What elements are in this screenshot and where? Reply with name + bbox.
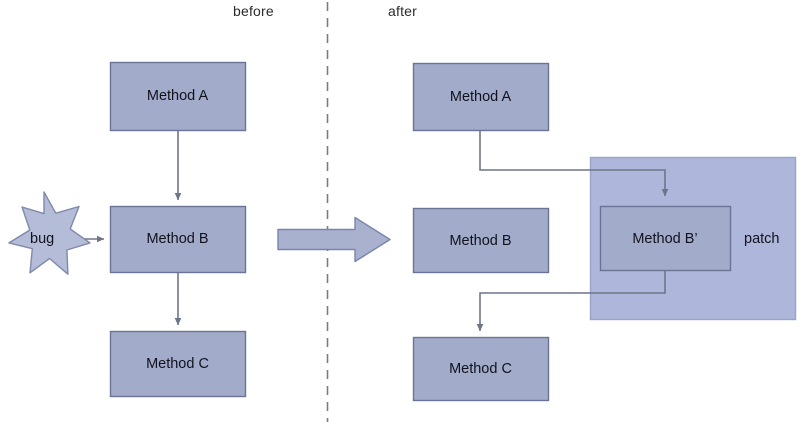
- bug-star-shape: [8, 191, 91, 275]
- stage-label-before: before: [233, 3, 274, 19]
- node-before-method-b[interactable]: [109, 205, 247, 274]
- node-after-method-b[interactable]: [412, 207, 550, 274]
- node-before-method-a[interactable]: [109, 61, 247, 132]
- node-after-method-c[interactable]: [412, 336, 550, 402]
- node-after-method-a[interactable]: [412, 62, 550, 132]
- edge-after-bprime-to-c: [476, 270, 666, 332]
- edge-after-a-to-bprime: [479, 130, 669, 197]
- node-after-method-b-prime[interactable]: [599, 205, 732, 272]
- node-before-method-c[interactable]: [109, 330, 247, 398]
- patch-label: patch: [744, 231, 780, 247]
- transition-block-arrow: [277, 216, 391, 263]
- bug-label: bug: [30, 231, 55, 247]
- stage-label-after: after: [388, 3, 418, 19]
